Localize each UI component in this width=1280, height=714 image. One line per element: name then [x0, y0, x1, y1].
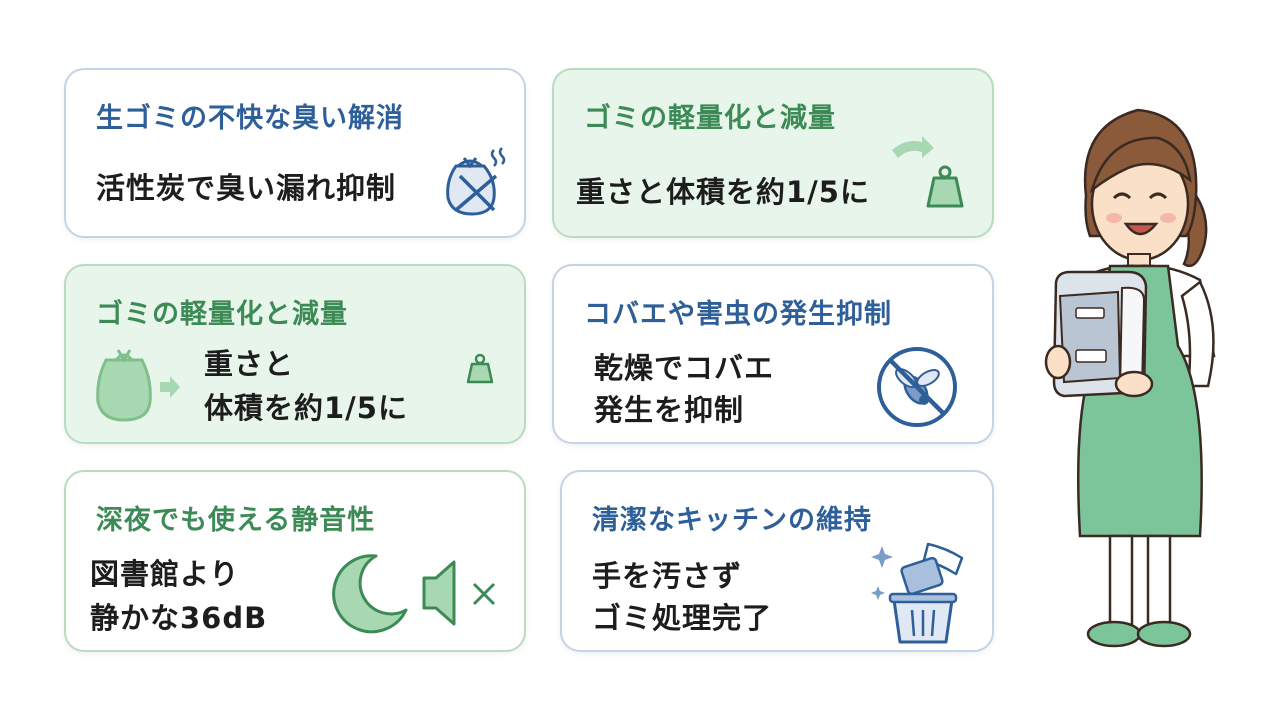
card-text: 静かな36dB — [90, 601, 268, 635]
card-text: 発生を抑制 — [594, 393, 745, 427]
clean-bin-icon — [868, 538, 978, 652]
card-text: 体積を約1/5に — [204, 391, 408, 425]
card-text: 乾燥でコバエ — [594, 351, 775, 385]
card-weight: ゴミの軽量化と減量 重さと体積を約1/5に — [552, 68, 994, 238]
card-title: 生ゴミの不快な臭い解消 — [96, 103, 404, 134]
card-text: 活性炭で臭い漏れ抑制 — [96, 171, 397, 205]
woman-illustration — [1018, 96, 1258, 666]
card-weight-2: ゴミの軽量化と減量 重さと 体積を約1/5に — [64, 264, 526, 444]
card-title: コバエや害虫の発生抑制 — [584, 299, 892, 330]
weight-reduction-icon — [886, 128, 966, 222]
card-text: 手を汚さず — [592, 559, 743, 593]
card-title: 清潔なキッチンの維持 — [592, 505, 872, 536]
small-weight-icon — [462, 350, 498, 390]
card-pest: コバエや害虫の発生抑制 乾燥でコバエ 発生を抑制 — [552, 264, 994, 444]
card-text: 重さと — [204, 347, 295, 381]
card-title: ゴミの軽量化と減量 — [584, 103, 836, 134]
card-title: ゴミの軽量化と減量 — [96, 299, 348, 330]
card-text: ゴミ処理完了 — [592, 601, 773, 635]
card-text: 重さと体積を約1/5に — [576, 175, 870, 209]
card-clean: 清潔なキッチンの維持 手を汚さず ゴミ処理完了 — [560, 470, 994, 652]
garbage-bag-no-odor-icon — [434, 140, 514, 224]
card-title: 深夜でも使える静音性 — [96, 505, 376, 536]
moon-mute-icon — [328, 548, 508, 642]
bag-to-weight-icon — [94, 340, 194, 434]
no-fly-icon — [872, 342, 962, 436]
card-text: 図書館より — [90, 557, 240, 591]
card-quiet: 深夜でも使える静音性 図書館より 静かな36dB — [64, 470, 526, 652]
card-odor: 生ゴミの不快な臭い解消 活性炭で臭い漏れ抑制 — [64, 68, 526, 238]
